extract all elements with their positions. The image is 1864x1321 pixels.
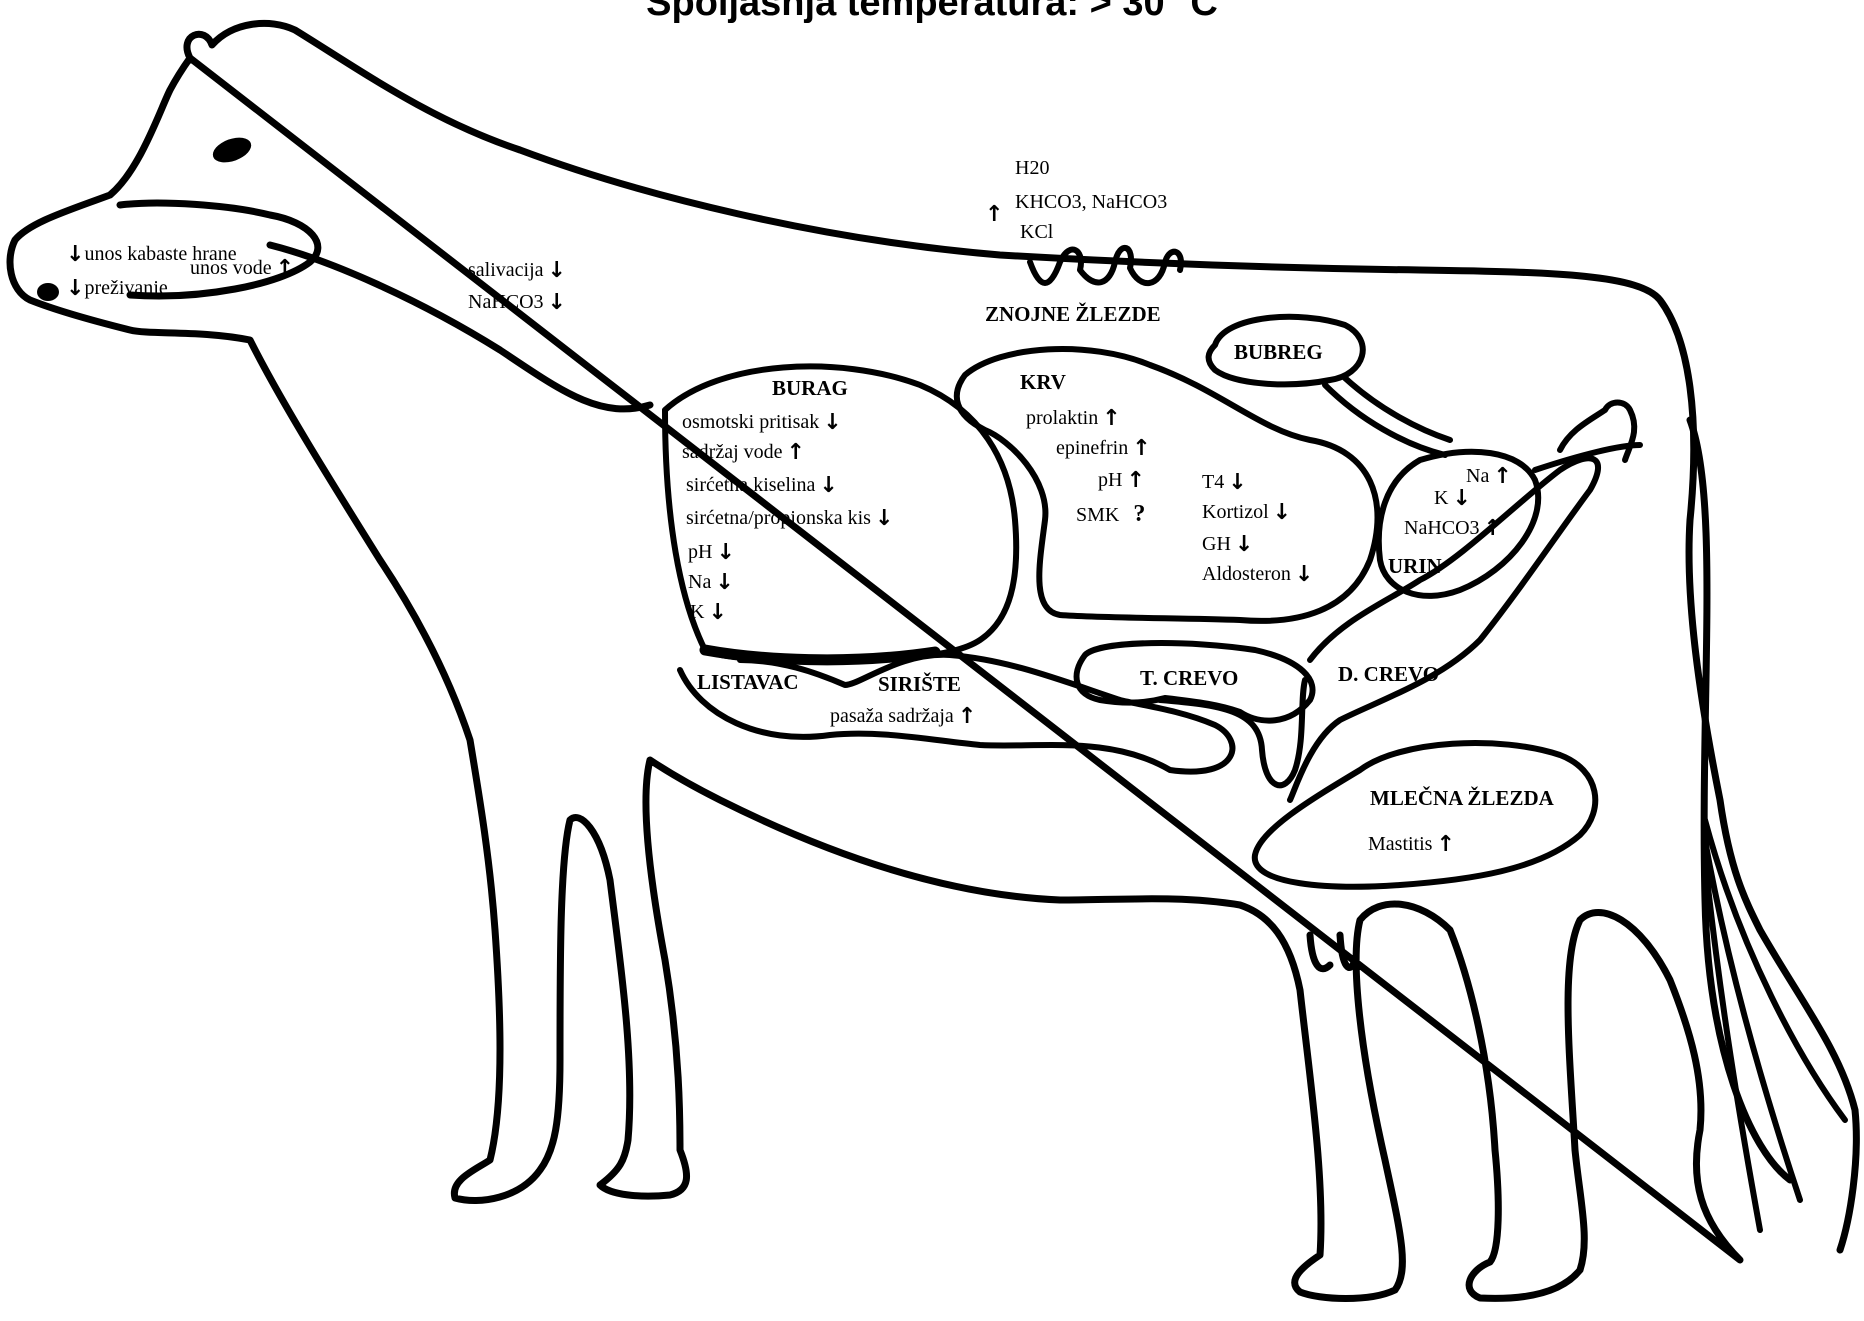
down-arrow-icon: ↓ <box>875 508 893 530</box>
blood-row: epinefrin↑ <box>1056 438 1151 460</box>
neck-salivation-row: salivacija↓ <box>468 260 566 282</box>
urine-row: NaHCO3↑ <box>1404 518 1502 540</box>
neck-bicarbonate-label: NaHCO3 <box>468 291 544 313</box>
down-arrow-icon: ↓ <box>1235 534 1253 556</box>
abomasum-label: SIRIŠTE <box>878 674 961 695</box>
up-arrow-icon: ↑ <box>1132 438 1150 460</box>
rumen-row: sirćetna kiselina↓ <box>686 475 838 497</box>
up-arrow-icon: ↑ <box>787 442 805 464</box>
down-arrow-icon: ↓ <box>1295 564 1313 586</box>
sweat-item-bicarbonates: KHCO3, NaHCO3 <box>1015 192 1167 212</box>
blood-row: prolaktin↑ <box>1026 408 1121 430</box>
ureter-line <box>1325 378 1450 455</box>
small-intestine-label: T. CREVO <box>1140 668 1238 689</box>
rumen-row: pH↓ <box>688 542 735 564</box>
neck-bicarbonate-row: NaHCO3↓ <box>468 292 566 314</box>
down-arrow-icon: ↓ <box>715 572 733 594</box>
mouth-rumination-row: ↓preživanje <box>66 278 168 300</box>
down-arrow-icon: ↓ <box>1228 472 1246 494</box>
neck-salivation-label: salivacija <box>468 259 544 281</box>
blood-hormone-row: Aldosteron↓ <box>1202 564 1313 586</box>
blood-hormone-row: Kortizol↓ <box>1202 502 1291 524</box>
blood-hormone-row: GH↓ <box>1202 534 1253 556</box>
urine-row: K↓ <box>1434 488 1471 510</box>
down-arrow-icon: ↓ <box>66 278 84 300</box>
unknown-mark: ? <box>1133 501 1145 527</box>
up-arrow-icon: ↑ <box>1493 466 1511 488</box>
up-arrow-icon: ↑ <box>1436 834 1454 856</box>
mastitis-label: Mastitis <box>1368 833 1432 855</box>
mammary-mastitis-row: Mastitis↑ <box>1368 834 1455 856</box>
up-arrow-icon: ↑ <box>1484 518 1502 540</box>
rumen-row: sadržaj vode↑ <box>682 442 805 464</box>
page-title: Spoljašnja temperatura: > 30 °C <box>0 0 1864 25</box>
up-arrow-icon: ↑ <box>1102 408 1120 430</box>
mouth-rumination-label: preživanje <box>84 277 167 299</box>
blood-hormone-row: T4↓ <box>1202 472 1247 494</box>
down-arrow-icon: ↓ <box>548 260 566 282</box>
sweat-item-water: H20 <box>1015 158 1049 178</box>
rumen-row: K↓ <box>690 602 727 624</box>
eye-icon <box>209 133 254 167</box>
down-arrow-icon: ↓ <box>1273 502 1291 524</box>
blood-row: pH↑ <box>1098 470 1145 492</box>
down-arrow-icon: ↓ <box>819 475 837 497</box>
down-arrow-icon: ↓ <box>66 244 84 266</box>
mouth-water-row: unos vode↑ <box>190 258 294 280</box>
sweat-item-kcl: KCl <box>1020 222 1053 242</box>
down-arrow-icon: ↓ <box>708 602 726 624</box>
blood-row: SMK? <box>1076 502 1145 526</box>
up-arrow-icon: ↑ <box>958 706 976 728</box>
down-arrow-icon: ↓ <box>823 412 841 434</box>
rumen-row: Na↓ <box>688 572 734 594</box>
rumen-row: sirćetna/propionska kis↓ <box>686 508 893 530</box>
up-arrow-icon: ↑ <box>276 258 294 280</box>
down-arrow-icon: ↓ <box>548 292 566 314</box>
up-arrow-icon: ↑ <box>985 204 1003 226</box>
large-intestine-label: D. CREVO <box>1338 664 1439 685</box>
down-arrow-icon: ↓ <box>716 542 734 564</box>
urine-row: Na↑ <box>1466 466 1512 488</box>
abomasum-passage-label: pasaža sadržaja <box>830 705 954 727</box>
sweat-up-arrow-row: ↑ <box>985 204 1003 226</box>
down-arrow-icon: ↓ <box>1452 488 1470 510</box>
urine-label: URIN <box>1388 556 1442 577</box>
abomasum-passage-row: pasaža sadržaja↑ <box>830 706 976 728</box>
nostril-icon <box>37 283 59 301</box>
omasum-label: LISTAVAC <box>697 672 799 693</box>
cow-body-outline <box>10 23 1856 1298</box>
up-arrow-icon: ↑ <box>1126 470 1144 492</box>
rumen-row: osmotski pritisak↓ <box>682 412 842 434</box>
tail-outline <box>1690 420 1790 1180</box>
blood-label: KRV <box>1020 372 1066 393</box>
sweat-gland-label: ZNOJNE ŽLEZDE <box>985 304 1161 325</box>
kidney-label: BUBREG <box>1234 342 1323 363</box>
mammary-label: MLEČNA ŽLEZDA <box>1370 788 1554 809</box>
rumen-label: BURAG <box>772 378 848 399</box>
mouth-water-label: unos vode <box>190 257 272 279</box>
